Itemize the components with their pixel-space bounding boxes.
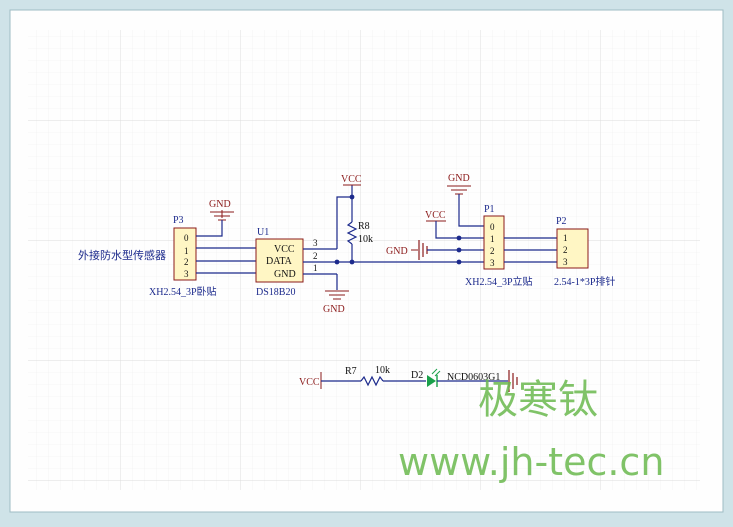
gnd-label-p3: GND xyxy=(209,199,231,210)
p3-pin-1: 1 xyxy=(184,246,189,256)
p3-body xyxy=(173,227,197,281)
r8-designator: R8 xyxy=(358,221,370,232)
p1-body xyxy=(483,215,505,270)
d2-value: NCD0603G1 xyxy=(447,372,500,383)
p2-value: 2.54-1*3P排针 xyxy=(554,275,615,288)
u1-designator: U1 xyxy=(257,227,269,238)
gnd-symbol-mid: GND xyxy=(386,240,484,260)
connector-p3[interactable]: P3 0 1 2 3 外接防水型传感器 XH2.54_3P卧贴 xyxy=(78,215,217,298)
p1-pin-0: 0 xyxy=(490,222,495,232)
vcc-label-top: VCC xyxy=(341,174,362,185)
wires-p1-p2 xyxy=(504,237,557,263)
p2-pin-3: 3 xyxy=(563,257,568,267)
u1-pin-gnd: GND xyxy=(274,269,296,280)
u1-pin-vcc: VCC xyxy=(274,244,295,255)
ic-u1[interactable]: U1 VCC DATA GND DS18B20 3 2 1 xyxy=(255,227,318,298)
p1-pin-1: 1 xyxy=(490,234,495,244)
junction-dot-icon xyxy=(349,194,355,200)
wires-p3-u1 xyxy=(196,247,256,274)
p2-pin-1: 1 xyxy=(563,233,568,243)
led-circuit[interactable]: VCC R7 10k D2 NCD0603G1 xyxy=(299,365,518,392)
p3-pin-2: 2 xyxy=(184,257,189,267)
led-symbol-icon xyxy=(427,375,436,387)
junction-dot-icon xyxy=(349,259,355,265)
watermark: 极寒钛 www.jh-tec.cn xyxy=(398,377,664,484)
connector-p2[interactable]: P2 1 2 3 2.54-1*3P排针 xyxy=(554,216,615,288)
u1-value: DS18B20 xyxy=(256,287,295,298)
gnd-symbol-u1: GND xyxy=(323,290,349,315)
p3-description: 外接防水型传感器 xyxy=(78,248,166,262)
vcc-symbol-p1: VCC xyxy=(425,210,484,239)
u1-pin-num-1: 1 xyxy=(313,263,318,273)
u1-pin-num-2: 2 xyxy=(313,251,318,261)
vcc-symbol-top: VCC xyxy=(341,174,362,186)
p1-designator: P1 xyxy=(484,204,495,215)
p3-pin-3: 3 xyxy=(184,269,189,279)
gnd-symbol-p1: GND xyxy=(447,173,484,227)
p3-pin-0: 0 xyxy=(184,233,189,243)
vcc-label-p1: VCC xyxy=(425,210,446,221)
r8-value: 10k xyxy=(358,234,373,245)
u1-pin-num-3: 3 xyxy=(313,238,318,248)
gnd-symbol-p3: GND xyxy=(196,199,234,237)
watermark-name: 极寒钛 xyxy=(478,377,598,423)
p3-value: XH2.54_3P卧贴 xyxy=(149,285,217,298)
u1-body xyxy=(255,238,304,283)
nets-u1 xyxy=(303,185,412,290)
p1-pin-2: 2 xyxy=(490,246,495,256)
p1-value: XH2.54_3P立贴 xyxy=(465,275,533,288)
resistor-symbol-icon xyxy=(360,375,384,387)
p2-designator: P2 xyxy=(556,216,567,227)
connector-p1[interactable]: P1 0 1 2 3 XH2.54_3P立贴 xyxy=(465,204,533,288)
vcc-label-led: VCC xyxy=(299,377,320,388)
p2-pin-2: 2 xyxy=(563,245,568,255)
gnd-label-p1: GND xyxy=(448,173,470,184)
p2-body xyxy=(556,228,589,269)
u1-pin-data: DATA xyxy=(266,256,293,267)
gnd-label-mid: GND xyxy=(386,246,408,257)
d2-designator: D2 xyxy=(411,370,423,381)
watermark-url: www.jh-tec.cn xyxy=(398,440,664,484)
p1-pin-3: 3 xyxy=(490,258,495,268)
resistor-r8[interactable]: R8 10k xyxy=(346,197,373,262)
r7-value: 10k xyxy=(375,365,390,376)
p3-designator: P3 xyxy=(173,215,184,226)
junction-dot-icon xyxy=(334,259,340,265)
resistor-symbol-icon xyxy=(346,221,358,245)
r7-designator: R7 xyxy=(345,366,357,377)
gnd-label-u1: GND xyxy=(323,304,345,315)
